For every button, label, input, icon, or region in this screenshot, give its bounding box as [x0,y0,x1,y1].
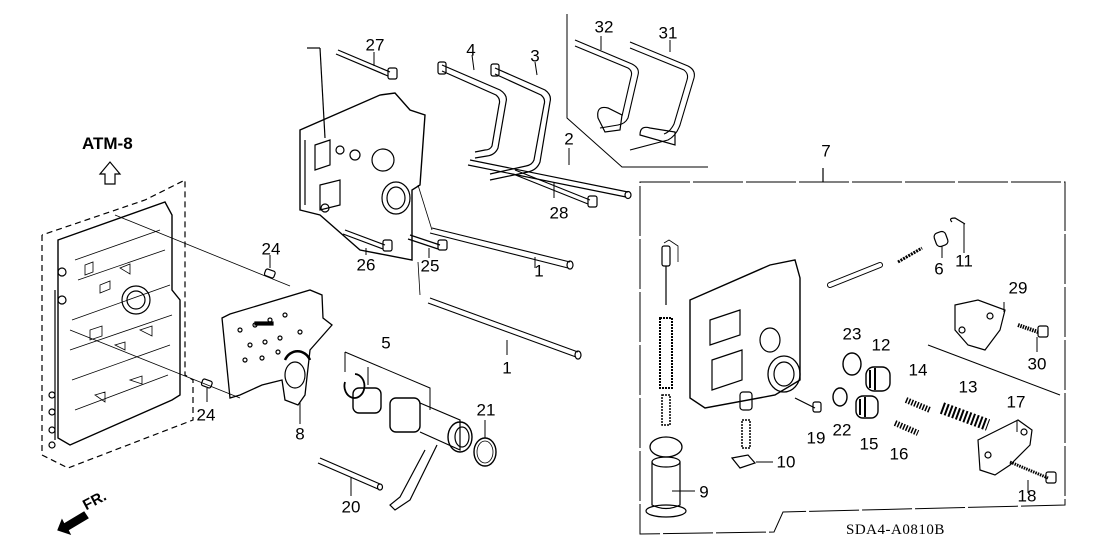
front-direction-arrow-icon [57,511,89,536]
cap-6 [933,230,949,248]
bolt-28 [512,169,598,208]
callout-11[interactable]: 11 [955,251,973,271]
reference-up-arrow-icon [98,161,122,185]
callout-6[interactable]: 6 [934,259,944,279]
relief-valve-stack [645,239,687,518]
callout-32[interactable]: 32 [594,17,614,37]
o-ring-23 [842,352,862,376]
callout-17[interactable]: 17 [1006,392,1026,412]
leader-lines [206,36,1038,496]
callout-21[interactable]: 21 [476,400,496,420]
callout-15[interactable]: 15 [859,434,879,454]
o-ring-22 [832,387,848,407]
callout-29[interactable]: 29 [1008,278,1028,298]
callout-7[interactable]: 7 [821,141,831,161]
callout-5[interactable]: 5 [381,333,391,353]
callout-30[interactable]: 30 [1027,354,1047,374]
regulator-spool [827,246,923,288]
callout-18[interactable]: 18 [1017,486,1037,506]
callout-3[interactable]: 3 [530,46,540,66]
pipe-1-upper [417,184,574,270]
bolt-26 [342,229,393,252]
callout-16[interactable]: 16 [889,444,909,464]
callout-19[interactable]: 19 [806,428,826,448]
clip-11 [949,217,966,225]
o-ring-21 [473,437,497,467]
callout-24-upper[interactable]: 24 [261,239,281,259]
callout-14[interactable]: 14 [908,360,928,380]
check-ball-spring [730,391,757,469]
callout-24-lower[interactable]: 24 [196,405,216,425]
callout-22[interactable]: 22 [832,420,852,440]
callout-10[interactable]: 10 [776,452,796,472]
spring-14 [904,397,932,413]
pipe-2 [467,159,632,200]
shaft-assembly-5 [343,351,473,511]
pipe-group-31-32 [566,14,708,168]
callout-13[interactable]: 13 [958,377,978,397]
bolt-25 [407,234,448,251]
spring-16 [893,420,920,436]
callout-8[interactable]: 8 [295,424,305,444]
bolt-19 [794,397,822,413]
bolt-30 [1017,323,1049,338]
sleeve-15 [855,395,879,419]
callout-12[interactable]: 12 [871,335,891,355]
bracket-17 [977,419,1033,476]
callout-1-upper[interactable]: 1 [534,261,544,281]
pin-20 [317,457,384,491]
dowel-pin-upper [114,214,291,287]
callout-28[interactable]: 28 [549,203,569,223]
pipe-4 [437,61,507,159]
bolt-18 [1009,460,1057,484]
regulator-valve-body [689,259,801,409]
sleeve-12 [865,366,891,392]
callout-1-lower[interactable]: 1 [502,358,512,378]
callout-25[interactable]: 25 [420,256,440,276]
bracket-29 [954,299,1006,351]
callout-27[interactable]: 27 [365,35,385,55]
dowel-pin-lower [69,329,241,399]
pipe-3 [489,63,552,181]
callout-20[interactable]: 20 [341,497,361,517]
pipe-1-lower [417,261,582,360]
callout-4[interactable]: 4 [466,40,476,60]
spring-13 [939,402,991,431]
secondary-valve-body [299,47,426,261]
callout-31[interactable]: 31 [658,23,678,43]
callout-9[interactable]: 9 [699,482,709,502]
callout-23[interactable]: 23 [842,324,862,344]
bolt-27 [335,49,398,80]
regulator-assembly-box-7 [639,168,1066,535]
separator-plate [221,289,333,406]
callout-2[interactable]: 2 [564,129,574,149]
callout-26[interactable]: 26 [356,255,376,275]
diagram-code: SDA4-A0810B [846,522,945,538]
reference-label-atm-8[interactable]: ATM-8 [82,134,133,153]
main-valve-body [41,179,194,469]
